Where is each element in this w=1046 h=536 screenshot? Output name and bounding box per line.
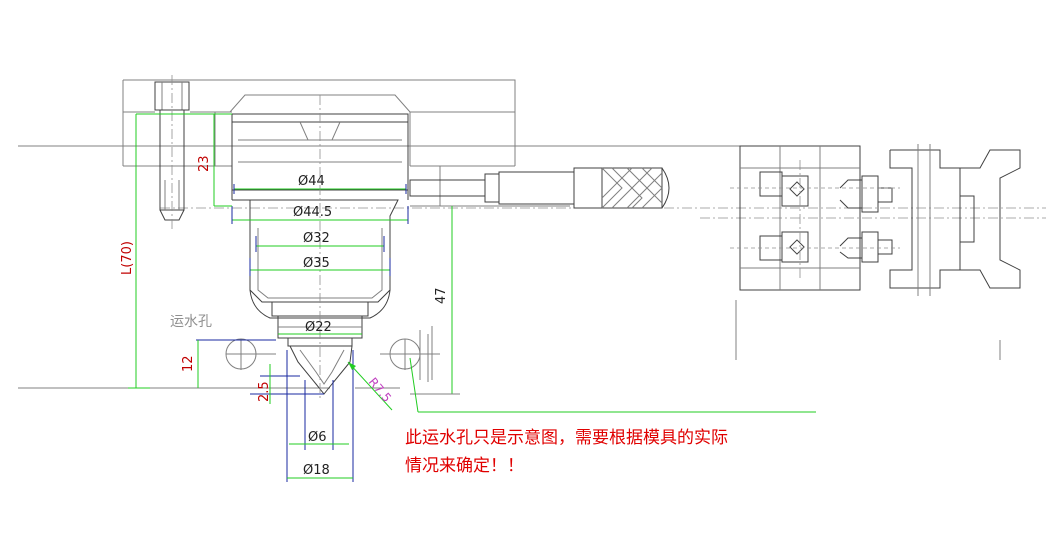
dim-L70: L(70) bbox=[120, 241, 135, 275]
dim-r7-5: R7.5 bbox=[366, 375, 394, 405]
note-line-1: 此运水孔只是示意图，需要根据模具的实际 bbox=[405, 428, 728, 448]
dim-d22: Ø22 bbox=[305, 320, 332, 335]
dim-h47: 47 bbox=[434, 287, 449, 304]
dim-h23: 23 bbox=[197, 155, 212, 172]
water-holes: 运水孔 bbox=[170, 314, 440, 370]
dim-d44: Ø44 bbox=[298, 174, 325, 189]
reference-lines bbox=[18, 145, 1046, 389]
diameter-dimensions: Ø44 Ø44.5 Ø32 Ø35 Ø22 Ø6 Ø18 bbox=[231, 174, 409, 482]
heater-cable bbox=[409, 167, 670, 209]
water-hole-label: 运水孔 bbox=[170, 314, 212, 330]
dim-d32: Ø32 bbox=[303, 231, 330, 246]
dim-d44-5: Ø44.5 bbox=[293, 205, 332, 220]
height-dimensions: 23 L(70) 12 2.5 47 bbox=[120, 113, 460, 404]
nozzle-body bbox=[231, 95, 409, 400]
dim-h12: 12 bbox=[181, 355, 196, 372]
dim-d18: Ø18 bbox=[303, 463, 330, 478]
radius-dimension: R7.5 bbox=[347, 357, 816, 413]
dim-d6: Ø6 bbox=[308, 430, 327, 445]
note-line-2: 情况来确定！！ bbox=[405, 456, 524, 476]
connector-block bbox=[730, 145, 900, 291]
dim-d35: Ø35 bbox=[303, 256, 330, 271]
dim-h2-5: 2.5 bbox=[257, 381, 272, 402]
top-plate bbox=[122, 79, 740, 207]
water-hole-note: 此运水孔只是示意图，需要根据模具的实际 情况来确定！！ bbox=[405, 424, 845, 480]
bolt bbox=[154, 75, 190, 230]
auxiliary-marks bbox=[419, 300, 1001, 382]
bracket bbox=[889, 144, 1021, 296]
